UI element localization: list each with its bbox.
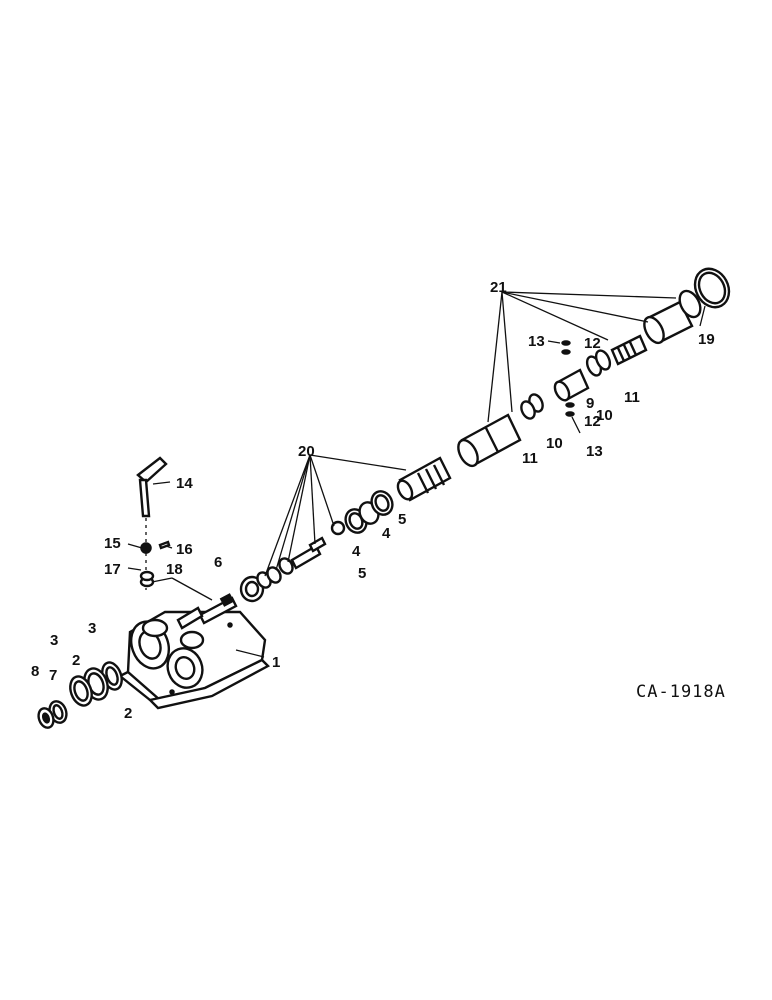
callout-labels: 1 2 2 3 3 4 4 5 5 6 7 8 9 10 10 11 11 12…	[31, 279, 715, 722]
callout-10a: 10	[596, 407, 613, 424]
callout-4a: 4	[382, 525, 391, 542]
callout-20: 20	[298, 443, 315, 460]
callout-6: 6	[214, 554, 222, 571]
callout-17: 17	[104, 561, 121, 578]
leader-lines	[127, 291, 706, 658]
callout-2a: 2	[72, 652, 80, 669]
left-seals	[37, 661, 123, 729]
callout-1: 1	[272, 654, 280, 671]
callout-10b: 10	[546, 435, 563, 452]
callout-11b: 11	[522, 450, 538, 467]
callout-5a: 5	[398, 511, 406, 528]
drawing-code: CA-1918A	[636, 682, 726, 702]
callout-13b: 13	[586, 443, 603, 460]
callout-9: 9	[586, 395, 594, 412]
sleeve-assembly-21	[457, 267, 731, 468]
callout-8: 8	[31, 663, 39, 680]
callout-4b: 4	[352, 543, 361, 560]
valve-body	[119, 610, 270, 710]
callout-21: 21	[490, 279, 507, 296]
callout-12a: 12	[584, 335, 601, 352]
callout-3a: 3	[50, 632, 58, 649]
callout-3b: 3	[88, 620, 96, 637]
callout-11a: 11	[624, 389, 640, 406]
pin-18	[176, 593, 238, 630]
callout-16: 16	[176, 541, 193, 558]
callout-15: 15	[104, 535, 121, 552]
callout-7: 7	[49, 667, 57, 684]
handle-14	[136, 456, 171, 590]
callout-13a: 13	[528, 333, 545, 350]
spool-assembly-20	[239, 456, 452, 603]
callout-18: 18	[166, 561, 183, 578]
callout-2b: 2	[124, 705, 132, 722]
callout-14: 14	[176, 475, 193, 492]
callout-19: 19	[698, 331, 715, 348]
callout-12b: 12	[584, 413, 601, 430]
callout-5b: 5	[358, 565, 366, 582]
